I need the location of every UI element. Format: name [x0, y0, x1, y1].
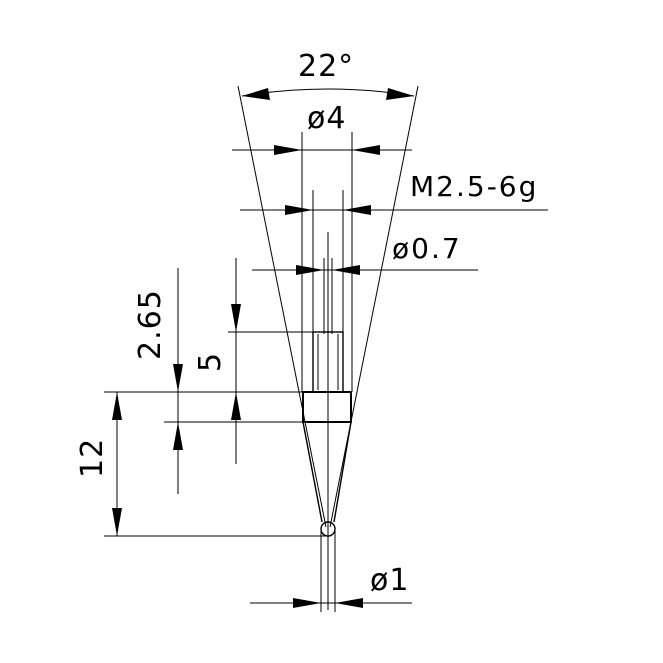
- arrow-left: [285, 205, 313, 215]
- arrow-right: [352, 145, 380, 155]
- arrow-left: [296, 265, 324, 275]
- stem-diameter-dimension: ø0.7: [252, 232, 478, 334]
- arrow-right: [335, 598, 363, 608]
- arrow-top: [173, 364, 183, 392]
- stylus-part: [302, 232, 352, 612]
- arrow-bottom: [173, 422, 183, 450]
- stem-diameter-label: ø0.7: [392, 232, 462, 265]
- head-length-dimension: 5: [193, 258, 241, 464]
- arrow-bottom: [231, 392, 241, 420]
- thread-length-dimension: 2.65: [133, 268, 183, 494]
- head-length-label: 5: [193, 352, 228, 372]
- arrow-top: [231, 304, 241, 332]
- angle-arrow-left: [242, 88, 270, 100]
- arrow-right: [332, 265, 360, 275]
- thread-label: M2.5-6g: [410, 170, 538, 203]
- thread-dimension: M2.5-6g: [240, 170, 548, 332]
- head-cylinder: [302, 391, 352, 423]
- head-diameter-dimension: ø4: [232, 101, 412, 392]
- arrow-bottom: [112, 508, 122, 536]
- angle-dimension: 22°: [237, 49, 419, 528]
- ball-diameter-label: ø1: [370, 563, 409, 598]
- arrow-left: [293, 598, 321, 608]
- ball-diameter-dimension: ø1: [250, 563, 412, 608]
- cone-right-extension: [329, 85, 419, 528]
- reference-lines: [104, 331, 328, 537]
- arrow-top: [112, 392, 122, 420]
- thread-length-label: 2.65: [133, 289, 168, 360]
- total-length-label: 12: [75, 438, 110, 478]
- arrow-left: [274, 145, 302, 155]
- cone-left-edge: [302, 421, 323, 523]
- angle-label: 22°: [298, 49, 354, 84]
- arrow-right: [343, 205, 371, 215]
- cone-right-edge: [333, 421, 352, 523]
- total-length-dimension: 12: [75, 392, 122, 536]
- cone-left-extension: [237, 85, 327, 528]
- angle-arrow-right: [386, 88, 414, 100]
- head-diameter-label: ø4: [307, 101, 346, 136]
